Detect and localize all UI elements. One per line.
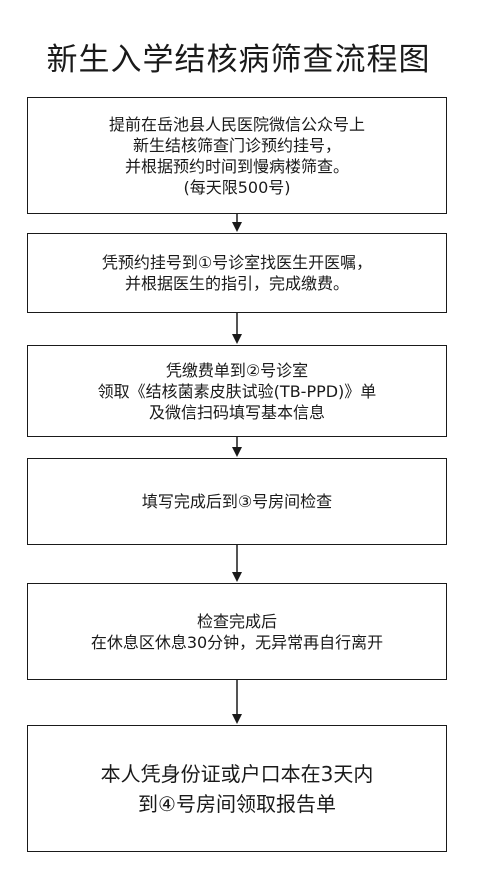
step-1-box: 提前在岳池县人民医院微信公众号上 新生结核筛查门诊预约挂号， 并根据预约时间到慢… bbox=[27, 97, 447, 214]
step-5-box: 检查完成后 在休息区休息30分钟，无异常再自行离开 bbox=[27, 583, 447, 680]
step-5-line-2: 在休息区休息30分钟，无异常再自行离开 bbox=[90, 632, 384, 652]
step-6-line-1: 本人凭身份证或户口本在3天内 bbox=[100, 761, 374, 786]
page-title: 新生入学结核病筛查流程图 bbox=[46, 42, 431, 78]
step-2-line-2: 并根据医生的指引，完成缴费。 bbox=[124, 274, 349, 293]
step-4-line-1: 填写完成后到③号房间检查 bbox=[141, 492, 333, 511]
step-6-box: 本人凭身份证或户口本在3天内 到④号房间领取报告单 bbox=[27, 725, 447, 852]
step-6-line-2: 到④号房间领取报告单 bbox=[138, 791, 336, 816]
step-3-line-2: 领取《结核菌素皮肤试验(TB-PPD)》单 bbox=[97, 381, 377, 401]
step-2-box: 凭预约挂号到①号诊室找医生开医嘱， 并根据医生的指引，完成缴费。 bbox=[27, 233, 447, 313]
step-1-line-2: 新生结核筛查门诊预约挂号， bbox=[132, 135, 341, 155]
step-1-line-4: (每天限500号) bbox=[183, 177, 291, 197]
step-3-box: 凭缴费单到②号诊室 领取《结核菌素皮肤试验(TB-PPD)》单 及微信扫码填写基… bbox=[27, 345, 447, 437]
step-4-box: 填写完成后到③号房间检查 bbox=[27, 458, 447, 545]
step-5-line-1: 检查完成后 bbox=[196, 611, 277, 631]
step-3-line-3: 及微信扫码填写基本信息 bbox=[148, 402, 325, 422]
step-3-line-1: 凭缴费单到②号诊室 bbox=[165, 360, 309, 380]
step-2-line-1: 凭预约挂号到①号诊室找医生开医嘱， bbox=[101, 253, 373, 272]
step-1-line-1: 提前在岳池县人民医院微信公众号上 bbox=[108, 114, 365, 134]
step-1-line-3: 并根据预约时间到慢病楼筛查。 bbox=[124, 156, 349, 176]
